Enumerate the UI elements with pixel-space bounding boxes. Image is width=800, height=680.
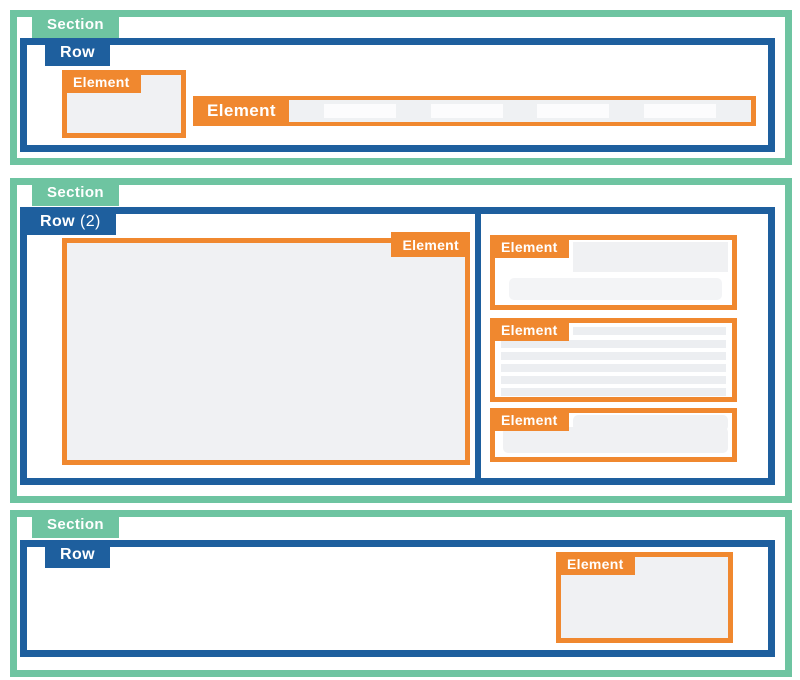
- text-line-placeholder: [501, 376, 726, 384]
- menu-item-placeholder: [644, 104, 717, 118]
- column-divider: [475, 214, 481, 478]
- footer-element: Element: [556, 552, 733, 643]
- footer-element-label-tab: Element: [556, 552, 635, 575]
- sidebar-element-1: Element: [490, 235, 737, 310]
- header-section: Section Row Element Element: [10, 10, 792, 165]
- header-row-label-tab: Row: [45, 38, 110, 66]
- header-row: Row Element Element: [20, 38, 775, 152]
- menu-element-label: Element: [207, 101, 276, 120]
- text-line-placeholder: [501, 364, 726, 372]
- content-row: Row(2) Element Element Element: [20, 207, 775, 485]
- content-row-column-count: (2): [79, 213, 101, 230]
- footer-section: Section Row Element: [10, 510, 792, 677]
- logo-element-label-tab: Element: [62, 70, 141, 93]
- menu-element: Element: [193, 96, 756, 126]
- text-line-placeholder: [573, 327, 726, 335]
- sidebar-element-2: Element: [490, 318, 737, 402]
- content-section: Section Row(2) Element Element Element: [10, 178, 792, 503]
- caption-placeholder: [509, 278, 722, 300]
- sidebar-element-3: Element: [490, 408, 737, 462]
- menu-item-placeholder: [537, 104, 610, 118]
- main-content-element-label-tab: Element: [391, 232, 470, 257]
- logo-element: Element: [62, 70, 186, 138]
- image-placeholder: [573, 242, 728, 272]
- content-section-label-tab: Section: [32, 178, 119, 206]
- sidebar-element-1-label-tab: Element: [490, 235, 569, 258]
- menu-items-placeholder: [288, 100, 751, 122]
- footer-row-label-tab: Row: [45, 540, 110, 568]
- main-content-element: Element: [62, 232, 470, 465]
- footer-section-label-tab: Section: [32, 510, 119, 538]
- text-line-placeholder: [501, 352, 726, 360]
- content-row-label-tab: Row(2): [25, 207, 116, 235]
- sidebar-element-3-label-tab: Element: [490, 408, 569, 431]
- menu-item-placeholder: [323, 104, 396, 118]
- footer-row: Row Element: [20, 540, 775, 657]
- text-line-placeholder: [501, 340, 726, 348]
- sidebar-element-2-label-tab: Element: [490, 318, 569, 341]
- menu-item-placeholder: [430, 104, 503, 118]
- text-line-placeholder: [501, 388, 726, 396]
- content-row-label: Row: [40, 213, 75, 230]
- block-placeholder: [503, 427, 728, 453]
- header-section-label-tab: Section: [32, 10, 119, 38]
